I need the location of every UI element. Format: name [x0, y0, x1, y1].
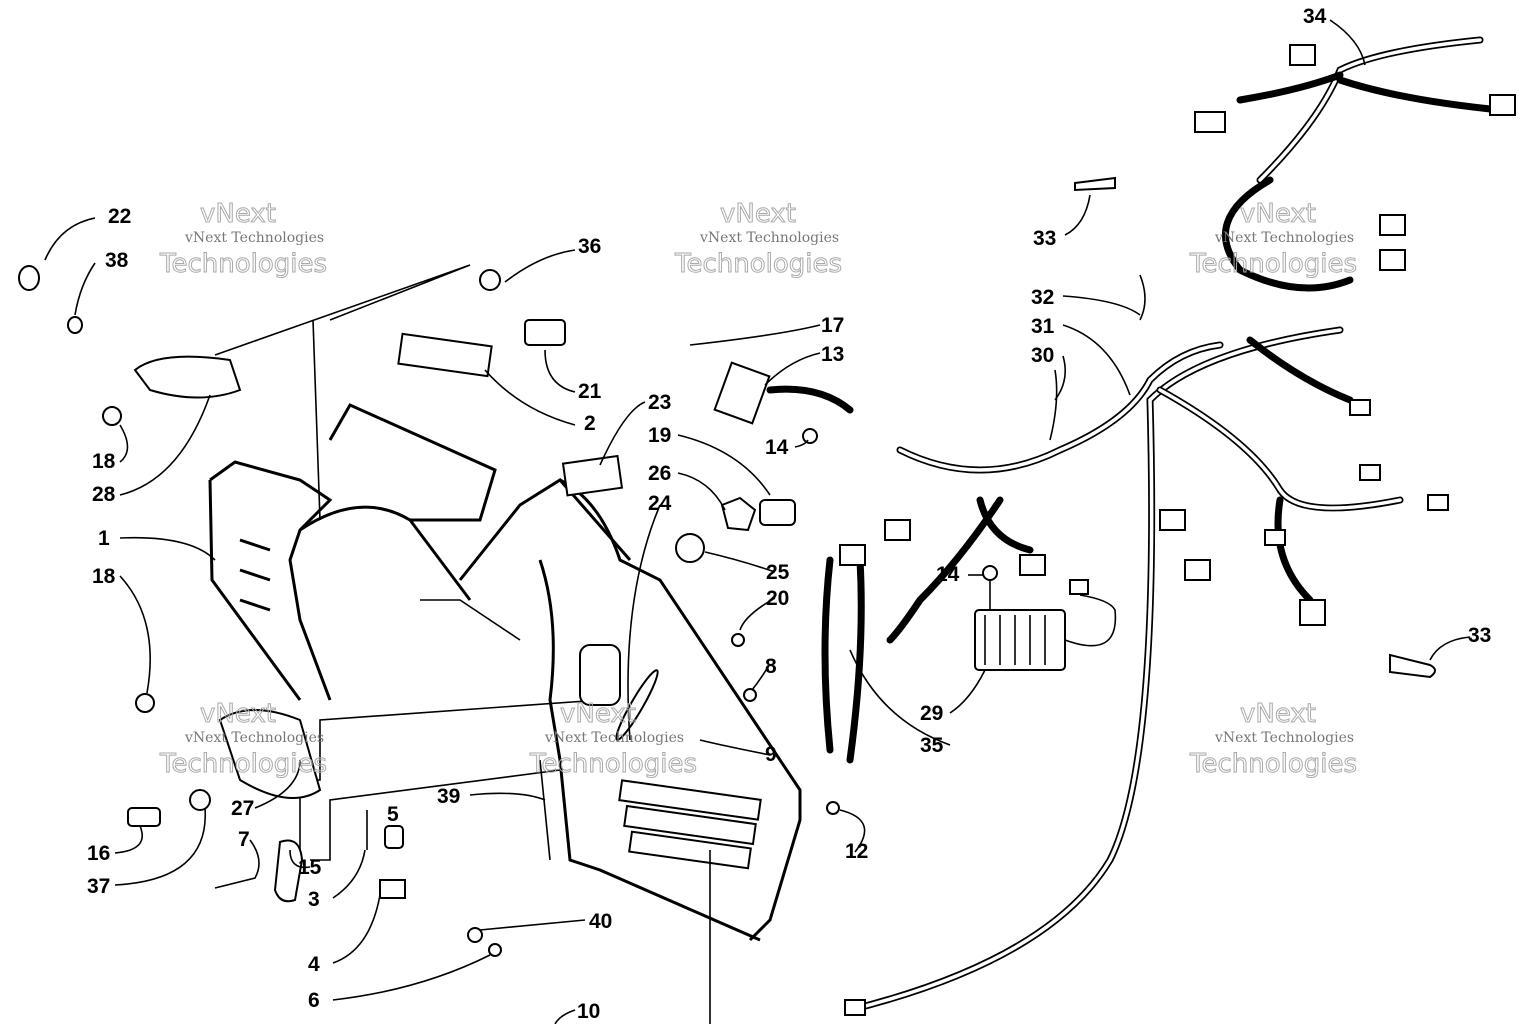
watermark-text: vNext Technologies	[184, 230, 324, 246]
callout-24: 24	[648, 492, 672, 515]
watermark-text: vNext	[560, 699, 636, 729]
watermark-text: vNext	[200, 699, 276, 729]
callout-30: 30	[1031, 344, 1054, 367]
watermark-text: Technologies	[1189, 749, 1357, 779]
watermark-text: Technologies	[1189, 249, 1357, 279]
watermark-text: Technologies	[159, 749, 327, 779]
callout-20: 20	[766, 587, 789, 610]
callout-38: 38	[105, 249, 129, 272]
callout-3: 3	[308, 888, 320, 911]
callout-14: 14	[765, 436, 789, 459]
callout-18: 18	[92, 450, 116, 473]
callout-35: 35	[920, 734, 944, 757]
console-housing	[208, 264, 802, 942]
callout-5: 5	[387, 803, 399, 826]
callout-9: 9	[765, 743, 777, 766]
callout-4: 4	[308, 953, 320, 976]
watermark-text: vNext Technologies	[1214, 230, 1354, 246]
callout-26: 26	[648, 462, 671, 485]
watermark-top-left: vNext vNext Technologies Technologies	[159, 199, 328, 280]
callout-10: 10	[577, 1000, 600, 1023]
callout-16: 16	[87, 842, 110, 865]
callout-31: 31	[1031, 315, 1055, 338]
watermark-text: vNext	[1240, 699, 1316, 729]
watermark-text: vNext Technologies	[184, 730, 324, 746]
watermark-bottom-left: vNext vNext Technologies Technologies	[159, 699, 328, 780]
callout-40: 40	[589, 910, 612, 933]
watermark-top-middle: vNext vNext Technologies Technologies	[674, 199, 843, 280]
watermark-text: vNext Technologies	[1214, 730, 1354, 746]
callout-21: 21	[578, 380, 602, 403]
watermark-text: vNext	[1240, 199, 1316, 229]
callout-37: 37	[87, 875, 110, 898]
callout-27: 27	[231, 797, 254, 820]
callout-39: 39	[437, 785, 460, 808]
callout-33: 33	[1033, 227, 1056, 250]
callout-36: 36	[578, 235, 601, 258]
callout-19: 19	[648, 424, 671, 447]
callout-7: 7	[238, 828, 250, 851]
callout-1: 1	[98, 527, 110, 550]
callout-6: 6	[308, 989, 320, 1012]
watermark-text: vNext Technologies	[699, 230, 839, 246]
watermark-text: vNext	[720, 199, 796, 229]
callout-14b: 14	[936, 563, 960, 586]
callout-32: 32	[1031, 286, 1054, 309]
callout-34: 34	[1303, 5, 1327, 28]
callout-33b: 33	[1468, 624, 1491, 647]
watermark-bottom-middle: vNext vNext Technologies Technologies	[529, 699, 698, 780]
callout-18b: 18	[92, 565, 116, 588]
callout-23: 23	[648, 391, 671, 414]
callout-17: 17	[821, 314, 844, 337]
watermark-text: Technologies	[674, 249, 842, 279]
callout-29: 29	[920, 702, 943, 725]
callout-22: 22	[108, 205, 131, 228]
callout-12: 12	[845, 840, 868, 863]
small-parts	[18, 265, 1117, 957]
callout-2: 2	[584, 412, 596, 435]
callout-8: 8	[765, 655, 777, 678]
callout-15: 15	[298, 856, 322, 879]
callout-25: 25	[766, 561, 790, 584]
leader-lines	[44, 19, 1471, 1024]
watermark-text: Technologies	[529, 749, 697, 779]
watermarks: vNext vNext Technologies Technologies vN…	[159, 199, 1358, 780]
callout-13: 13	[821, 343, 844, 366]
watermark-text: Technologies	[159, 249, 327, 279]
watermark-text: vNext Technologies	[544, 730, 684, 746]
watermark-text: vNext	[200, 199, 276, 229]
callout-labels: 34 33 22 38 36 32 31 30 17 13 21 2 23 14…	[87, 5, 1491, 1023]
watermark-bottom-right: vNext vNext Technologies Technologies	[1189, 699, 1358, 780]
wiring-harness	[766, 36, 1516, 1016]
callout-28: 28	[92, 483, 116, 506]
watermark-top-right: vNext vNext Technologies Technologies	[1189, 199, 1358, 280]
